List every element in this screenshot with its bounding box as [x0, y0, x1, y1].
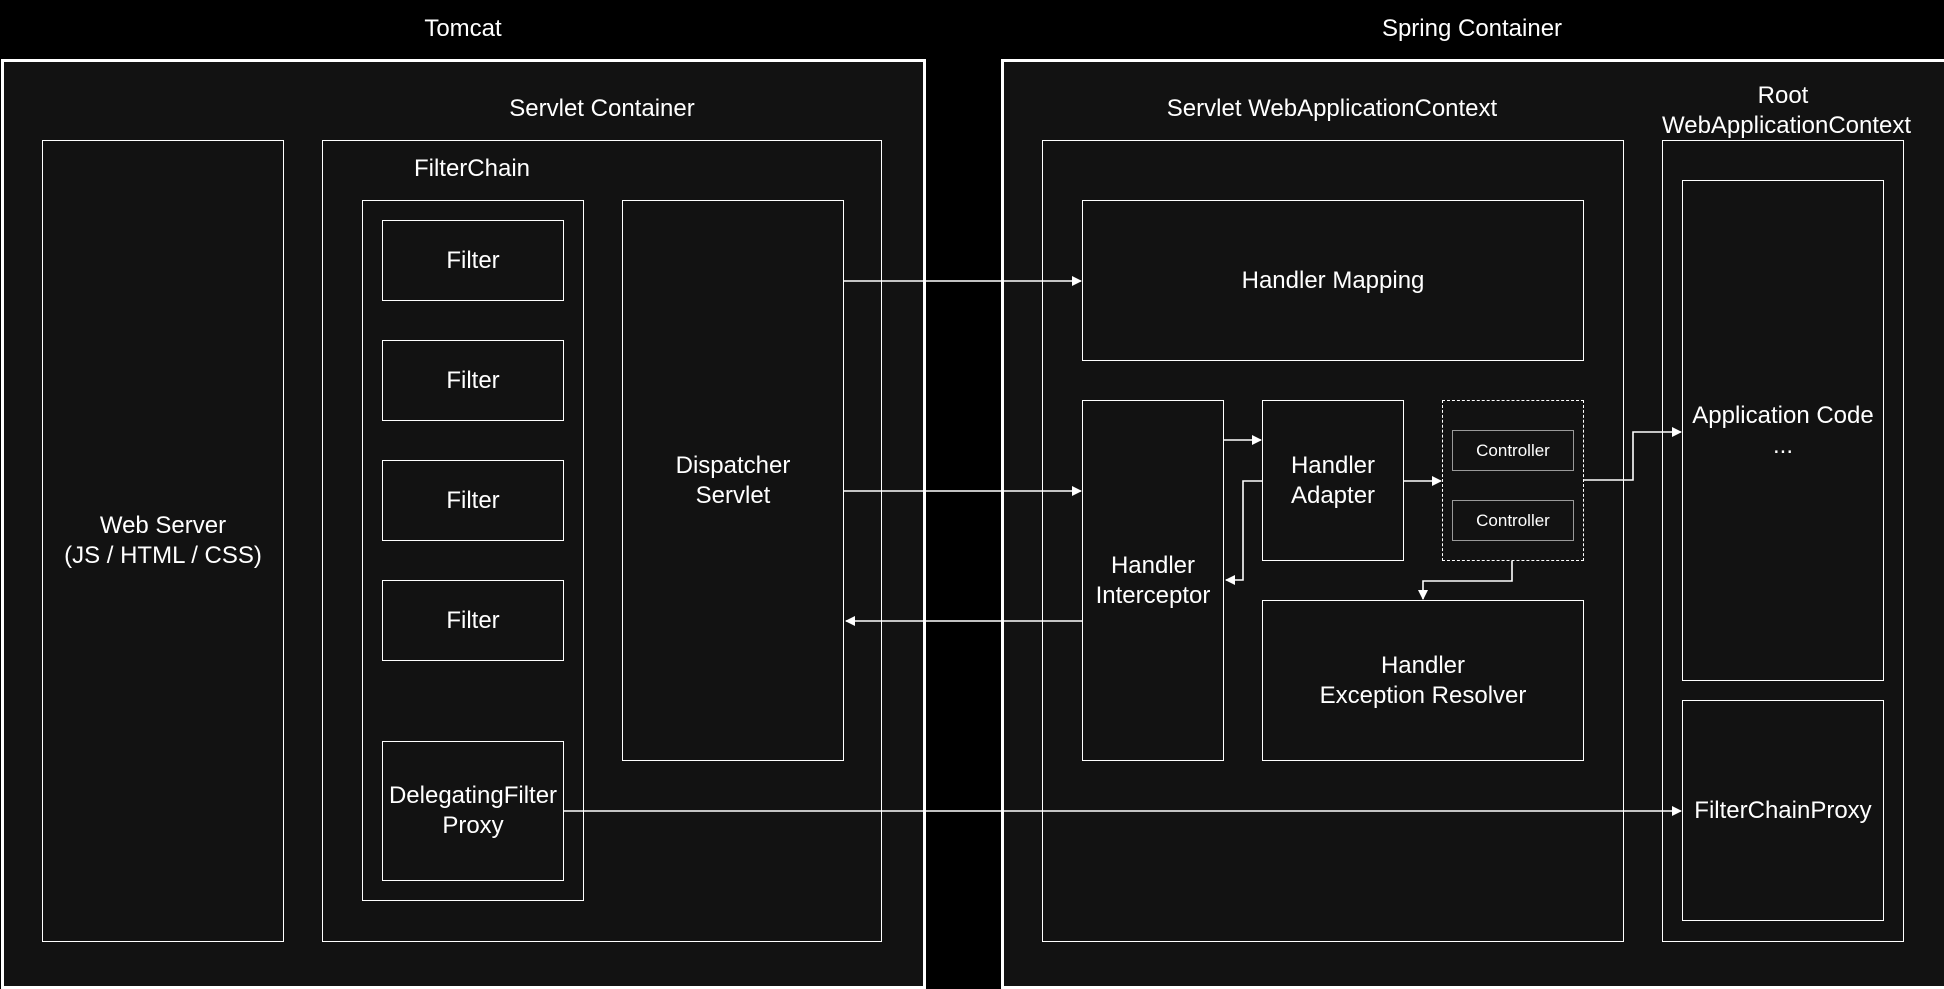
controller-1: Controller — [1452, 430, 1574, 471]
dispatcher-servlet: Dispatcher Servlet — [622, 200, 844, 761]
application-code: Application Code ... — [1682, 180, 1884, 681]
handler-exception-resolver: Handler Exception Resolver — [1262, 600, 1584, 761]
servlet-web-app-context-title: Servlet WebApplicationContext — [1166, 95, 1498, 122]
filter-4: Filter — [382, 580, 564, 661]
filter-chain-proxy-label: FilterChainProxy — [1694, 796, 1872, 824]
application-code-label: Application Code ... — [1692, 401, 1874, 459]
handler-mapping-label: Handler Mapping — [1241, 266, 1425, 294]
filter-label: Filter — [446, 606, 500, 634]
filter-3: Filter — [382, 460, 564, 541]
web-server-label: Web Server (JS / HTML / CSS) — [64, 512, 262, 569]
filter-1: Filter — [382, 220, 564, 301]
dispatcher-servlet-label: Dispatcher Servlet — [675, 451, 791, 509]
web-server: Web Server (JS / HTML / CSS) — [42, 140, 284, 942]
controller-label: Controller — [1476, 440, 1550, 460]
filter-chain-title: FilterChain — [413, 155, 531, 182]
handler-interceptor-label: Handler Interceptor — [1095, 551, 1211, 609]
filter-chain-proxy: FilterChainProxy — [1682, 700, 1884, 921]
arrow-adapter-to-interceptor — [1225, 480, 1262, 585]
filter-label: Filter — [446, 366, 500, 394]
controller-label: Controller — [1476, 510, 1550, 530]
delegating-filter-proxy-label: DelegatingFilter Proxy — [388, 782, 558, 839]
filter-label: Filter — [446, 486, 500, 514]
handler-interceptor: Handler Interceptor — [1082, 400, 1224, 761]
handler-adapter-label: Handler Adapter — [1290, 451, 1376, 509]
tomcat-title: Tomcat — [424, 15, 502, 42]
handler-exception-resolver-label: Handler Exception Resolver — [1319, 651, 1527, 709]
controller-2: Controller — [1452, 500, 1574, 541]
spring-container-title: Spring Container — [1381, 15, 1563, 42]
handler-adapter: Handler Adapter — [1262, 400, 1404, 561]
servlet-container-title: Servlet Container — [509, 95, 695, 122]
delegating-filter-proxy: DelegatingFilter Proxy — [382, 741, 564, 881]
filter-2: Filter — [382, 340, 564, 421]
handler-mapping: Handler Mapping — [1082, 200, 1584, 361]
arrow-controllers-to-application-code — [1584, 427, 1682, 481]
root-web-app-context-title: Root WebApplicationContext — [1662, 82, 1912, 139]
arrow-controllers-to-exception-resolver — [1418, 561, 1513, 600]
filter-label: Filter — [446, 246, 500, 274]
